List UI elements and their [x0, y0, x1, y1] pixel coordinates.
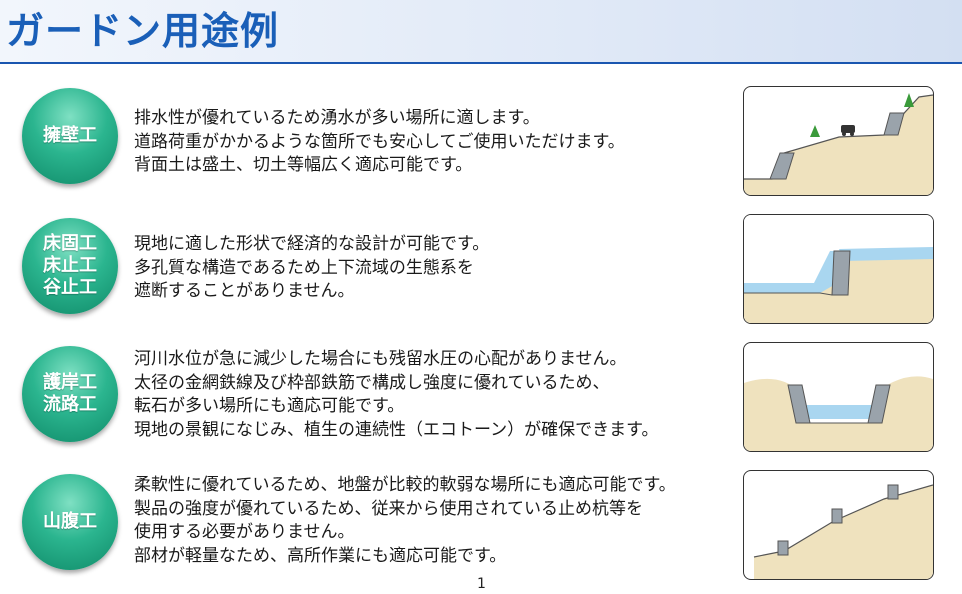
use-badge-hillside: 山腹工 — [22, 474, 118, 570]
description-line: 柔軟性に優れているため、地盤が比較的軟弱な場所にも適応可能です。 — [134, 475, 676, 495]
description-line: 排水性が優れているため湧水が多い場所に適します。 — [134, 108, 540, 128]
description-line: 背面土は盛土、切土等幅広く適応可能です。 — [134, 155, 473, 175]
use-badge-bed-girdle: 床固工 床止工 谷止工 — [22, 218, 118, 314]
use-badge-label: 護岸工 流路工 — [43, 372, 97, 415]
use-badge-label: 山腹工 — [43, 511, 97, 532]
description-line: 使用する必要がありません。 — [134, 522, 355, 542]
header-divider — [0, 62, 962, 64]
description-line: 転石が多い場所にも適応可能です。 — [134, 396, 405, 416]
illustration-revetment — [743, 342, 934, 452]
page-title: ガードン用途例 — [6, 9, 280, 53]
description-line: 現地の景観になじみ、植生の連続性（エコトーン）が確保できます。 — [134, 419, 659, 440]
page-number: 1 — [477, 576, 486, 592]
use-badge-revetment: 護岸工 流路工 — [22, 346, 118, 442]
description-line: 製品の強度が優れているため、従来から使用されている止め杭等を — [134, 498, 643, 519]
use-badge-label: 床固工 床止工 谷止工 — [43, 233, 97, 298]
description-line: 河川水位が急に減少した場合にも残留水圧の心配がありません。 — [134, 349, 627, 369]
use-description-retaining-wall: 排水性が優れているため湧水が多い場所に適します。 道路荷重がかかるような箇所でも… — [134, 107, 625, 178]
illustration-bed-girdle — [743, 214, 934, 324]
use-description-revetment: 河川水位が急に減少した場合にも残留水圧の心配がありません。 太径の金網鉄線及び枠… — [134, 348, 658, 442]
use-badge-label: 擁壁工 — [43, 125, 97, 146]
description-line: 遮断することがありません。 — [134, 281, 355, 301]
description-line: 部材が軽量なため、高所作業にも適応可能です。 — [134, 545, 507, 566]
illustration-retaining-wall — [743, 86, 934, 196]
header-band — [0, 0, 962, 64]
use-badge-retaining-wall: 擁壁工 — [22, 88, 118, 184]
description-line: 多孔質な構造であるため上下流域の生態系を — [134, 257, 474, 278]
illustration-hillside — [743, 470, 934, 580]
use-description-bed-girdle: 現地に適した形状で経済的な設計が可能です。 多孔質な構造であるため上下流域の生態… — [134, 233, 489, 304]
description-line: 道路荷重がかかるような箇所でも安心してご使用いただけます。 — [134, 131, 625, 152]
use-description-hillside: 柔軟性に優れているため、地盤が比較的軟弱な場所にも適応可能です。 製品の強度が優… — [134, 474, 676, 568]
description-line: 太径の金網鉄線及び枠部鉄筋で構成し強度に優れているため、 — [134, 372, 610, 393]
description-line: 現地に適した形状で経済的な設計が可能です。 — [134, 234, 490, 254]
